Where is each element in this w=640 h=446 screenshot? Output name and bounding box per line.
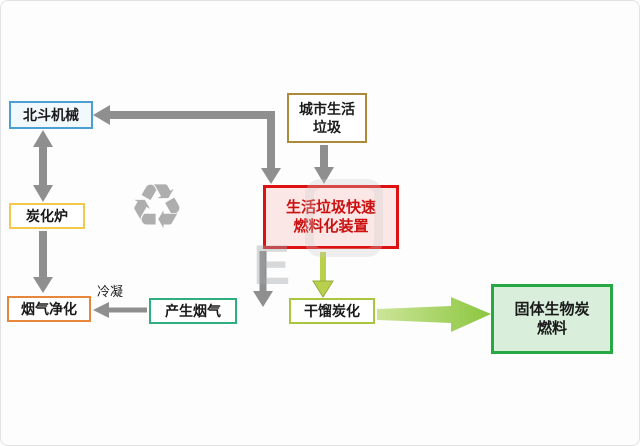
node-city-waste: 城市生活 垃圾 bbox=[287, 93, 367, 143]
arrow-device-to-distillation bbox=[312, 252, 334, 298]
node-carbonization-furnace: 炭化炉 bbox=[9, 203, 85, 229]
condensation-label: 冷凝 bbox=[97, 284, 124, 299]
arrow-distillation-to-biochar bbox=[377, 297, 491, 332]
node-flue-gas-purification: 烟气净化 bbox=[7, 296, 91, 322]
arrow-furnace-to-purification bbox=[33, 231, 53, 293]
node-dry-distillation-carbonization: 干馏炭化 bbox=[289, 298, 375, 324]
recycle-icon: ♻ bbox=[129, 173, 185, 242]
node-flue-gas-generated: 产生烟气 bbox=[149, 298, 237, 324]
arrow-device-to-beidou bbox=[93, 105, 281, 184]
arrow-beidou-furnace-bidirectional bbox=[33, 130, 53, 202]
node-beidou-machinery: 北斗机械 bbox=[9, 101, 93, 129]
arrow-flue-gas-to-purification bbox=[93, 302, 147, 318]
arrow-city-waste-to-device bbox=[314, 145, 334, 184]
arrow-device-to-flue-gas bbox=[253, 251, 273, 307]
node-solid-biochar-fuel: 固体生物炭 燃料 bbox=[491, 284, 613, 354]
node-rapid-fuel-device: 生活垃圾快速 燃料化装置 bbox=[263, 185, 399, 249]
